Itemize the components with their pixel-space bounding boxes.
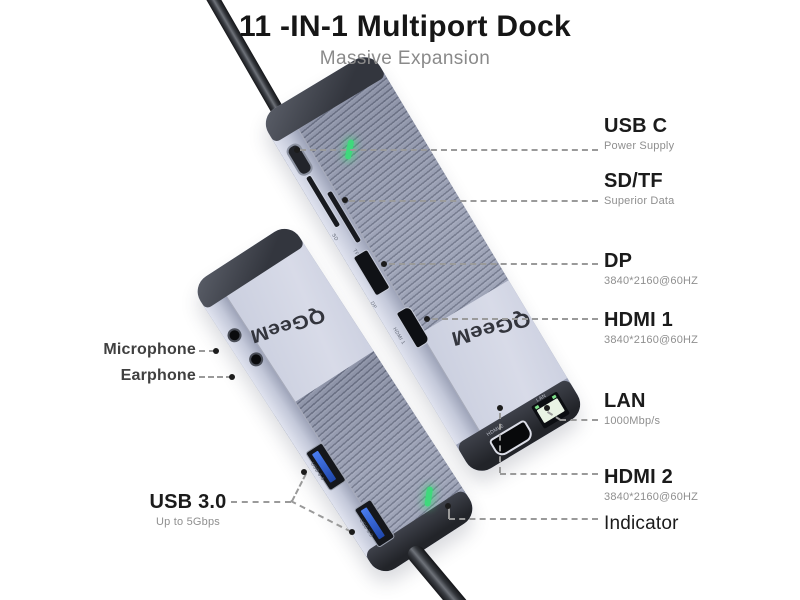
leader-line-usb-c — [300, 149, 598, 151]
leader-dot-indicator — [445, 503, 451, 509]
callout-caption: 3840*2160@60HZ — [604, 275, 699, 287]
callout-hdmi-1: HDMI 1 3840*2160@60HZ — [604, 309, 698, 346]
callout-caption: 1000Mbp/s — [604, 415, 661, 427]
callout-earphone: Earphone — [121, 367, 196, 385]
leader-dot-hdmi-1 — [424, 316, 430, 322]
callout-usb-c: USB C Power Supply — [604, 115, 674, 152]
callout-indicator: Indicator — [604, 513, 679, 535]
leader-line-microphone — [199, 350, 215, 352]
callout-label: HDMI 2 — [604, 466, 673, 488]
leader-dot-sd-tf — [342, 197, 348, 203]
callout-label: SD/TF — [604, 170, 663, 192]
leader-line-hdmi-2 — [500, 473, 598, 475]
leader-dot-usb3-2 — [349, 529, 355, 535]
callout-caption: Up to 5Gbps — [156, 516, 220, 528]
page-subtitle: Massive Expansion — [319, 48, 491, 69]
leader-dot-lan — [544, 405, 550, 411]
leader-line-hdmi-2-vertical — [499, 413, 501, 473]
callout-label: Microphone — [103, 341, 196, 358]
hdmi-2-port — [488, 418, 536, 459]
leader-dot-earphone — [229, 374, 235, 380]
leader-dot-microphone — [213, 348, 219, 354]
callout-label: Earphone — [120, 367, 196, 384]
callout-sd-tf: SD/TF Superior Data — [604, 170, 674, 207]
callout-label: LAN — [604, 390, 646, 412]
leader-line-earphone — [199, 376, 232, 378]
callout-caption: 3840*2160@60HZ — [604, 334, 699, 346]
callout-label: DP — [604, 250, 633, 272]
callout-label: USB C — [604, 115, 668, 137]
leader-dot-dp — [381, 261, 387, 267]
leader-line-lan — [560, 419, 598, 421]
leader-line-sd-tf — [349, 200, 598, 202]
callout-dp: DP 3840*2160@60HZ — [604, 250, 698, 287]
callout-microphone: Microphone — [103, 341, 196, 359]
leader-line-usb3-branch-1 — [291, 473, 307, 502]
leader-dot-usb-c — [294, 147, 300, 153]
leader-line-hdmi-1 — [432, 318, 598, 320]
callout-caption: 3840*2160@60HZ — [604, 491, 699, 503]
callout-label: USB 3.0 — [149, 491, 227, 513]
attached-cable — [404, 542, 492, 600]
callout-hdmi-2: HDMI 2 3840*2160@60HZ — [604, 466, 698, 503]
page-title: 11 -IN-1 Multiport Dock — [239, 10, 571, 43]
callout-lan: LAN 1000Mbp/s — [604, 390, 660, 427]
callout-caption: Superior Data — [604, 195, 675, 207]
leader-line-indicator-vertical — [448, 508, 450, 519]
leader-line-indicator — [449, 518, 598, 520]
callout-label: HDMI 1 — [604, 309, 673, 331]
leader-line-dp — [389, 263, 598, 265]
callout-caption: Power Supply — [604, 140, 675, 152]
leader-line-usb3 — [231, 501, 291, 503]
leader-dot-usb3-1 — [301, 469, 307, 475]
leader-dot-hdmi-2 — [497, 405, 503, 411]
callout-usb3: USB 3.0 Up to 5Gbps — [140, 491, 236, 528]
callout-label: Indicator — [604, 513, 679, 534]
